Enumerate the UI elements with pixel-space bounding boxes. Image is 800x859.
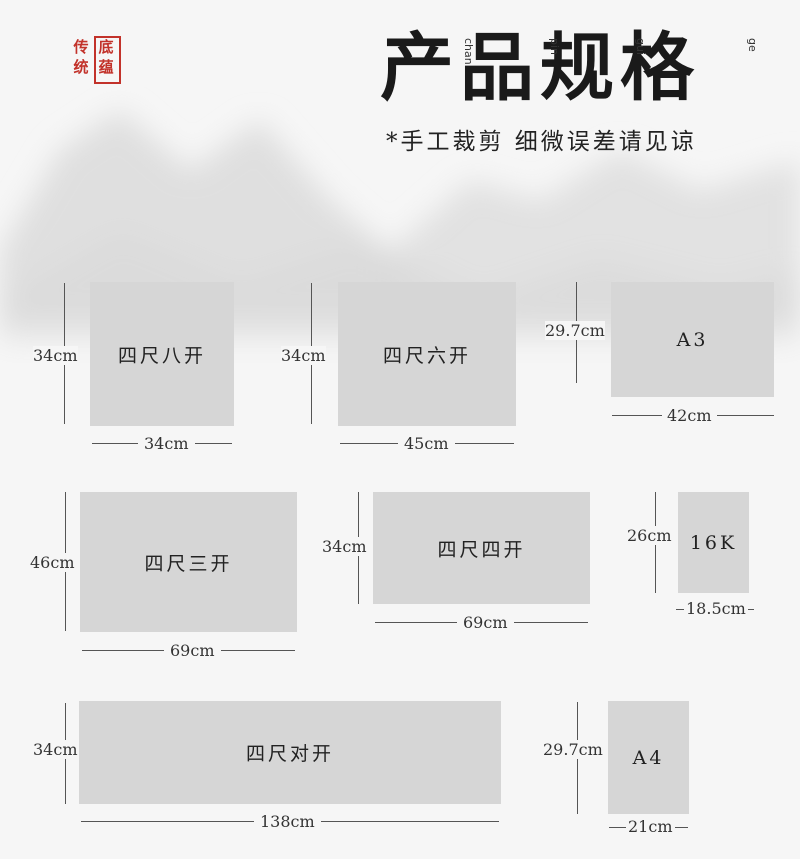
- subtitle-note: *手工裁剪 细微误差请见谅: [386, 129, 697, 155]
- height-label: 29.7cm: [543, 740, 603, 759]
- width-label: 18.5cm: [684, 599, 748, 618]
- page-title: 产品规格: [380, 25, 700, 111]
- seal-char: 底: [98, 38, 114, 56]
- panel-label: A4: [632, 746, 665, 769]
- height-label: 34cm: [33, 740, 78, 759]
- seal-box: [94, 36, 121, 84]
- panel-size: 四尺六开: [338, 282, 516, 426]
- height-label: 29.7cm: [545, 321, 605, 340]
- width-label: 45cm: [398, 434, 455, 453]
- panel-size: A3: [611, 282, 774, 397]
- width-label: 69cm: [457, 613, 514, 632]
- height-label: 34cm: [281, 346, 326, 365]
- height-label: 34cm: [33, 346, 78, 365]
- pinyin-label: gui: [634, 38, 647, 56]
- panel-label: 四尺三开: [144, 552, 233, 575]
- height-label: 46cm: [30, 553, 75, 572]
- seal-char: 蕴: [98, 58, 114, 76]
- pinyin-label: ge: [746, 38, 759, 52]
- panel-label: 四尺八开: [117, 344, 206, 367]
- panel-size: 四尺四开: [373, 492, 590, 604]
- height-label: 34cm: [322, 537, 367, 556]
- seal-char: 统: [73, 58, 89, 76]
- width-label: 34cm: [138, 434, 195, 453]
- panel-size: 四尺对开: [79, 701, 501, 804]
- panel-size: 16K: [678, 492, 749, 593]
- height-label: 26cm: [627, 526, 672, 545]
- panel-size: 四尺三开: [80, 492, 297, 632]
- width-label: 138cm: [254, 812, 321, 831]
- panel-size: A4: [608, 701, 689, 814]
- width-label: 69cm: [164, 641, 221, 660]
- panel-label: 四尺六开: [382, 344, 471, 367]
- panel-label: 四尺对开: [245, 743, 334, 765]
- panel-size: 四尺八开: [90, 282, 234, 426]
- panel-label: 16K: [689, 531, 738, 554]
- width-label: 21cm: [626, 817, 675, 836]
- seal-stamp: 传 统 底 蕴: [70, 36, 121, 84]
- pinyin-label: pin: [548, 38, 561, 56]
- panel-label: 四尺四开: [437, 538, 526, 561]
- width-label: 42cm: [662, 406, 717, 425]
- seal-char: 传: [73, 38, 89, 56]
- pinyin-label: chan: [462, 38, 475, 65]
- panel-label: A3: [676, 328, 709, 351]
